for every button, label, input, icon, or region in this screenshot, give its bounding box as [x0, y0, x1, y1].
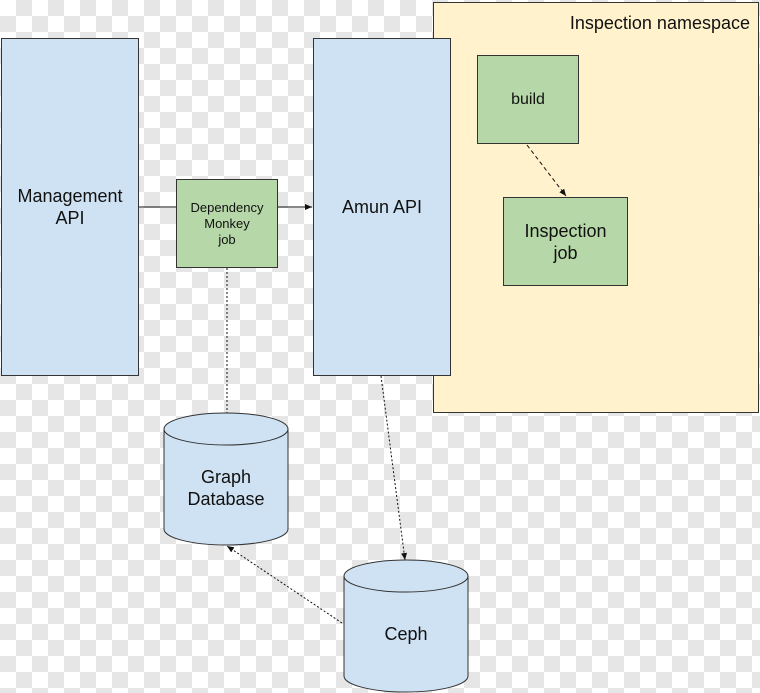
inspection-job-label: Inspection job [524, 220, 607, 263]
amun-api-box: Amun API [313, 38, 451, 376]
namespace-title: Inspection namespace [569, 13, 750, 33]
build-label: build [511, 90, 545, 108]
dependency-monkey-job-box: Dependency Monkey job [176, 179, 278, 268]
ceph-label: Ceph [384, 624, 428, 644]
graph-database-cylinder [163, 412, 289, 546]
amun-api-label: Amun API [341, 196, 423, 217]
inspection-job-box: Inspection job [503, 197, 628, 286]
management-api-label: Management API [17, 186, 123, 228]
build-box: build [477, 55, 579, 144]
edge-ceph-to-graph [226, 545, 343, 624]
edge-build-to-inspection [526, 144, 567, 197]
ceph-cylinder [343, 559, 469, 693]
graph-database-label: Graph Database [187, 467, 265, 509]
dependency-monkey-job-label: Dependency Monkey job [190, 199, 264, 247]
management-api-box: Management API [1, 38, 139, 376]
edge-amun-to-ceph [380, 375, 408, 561]
